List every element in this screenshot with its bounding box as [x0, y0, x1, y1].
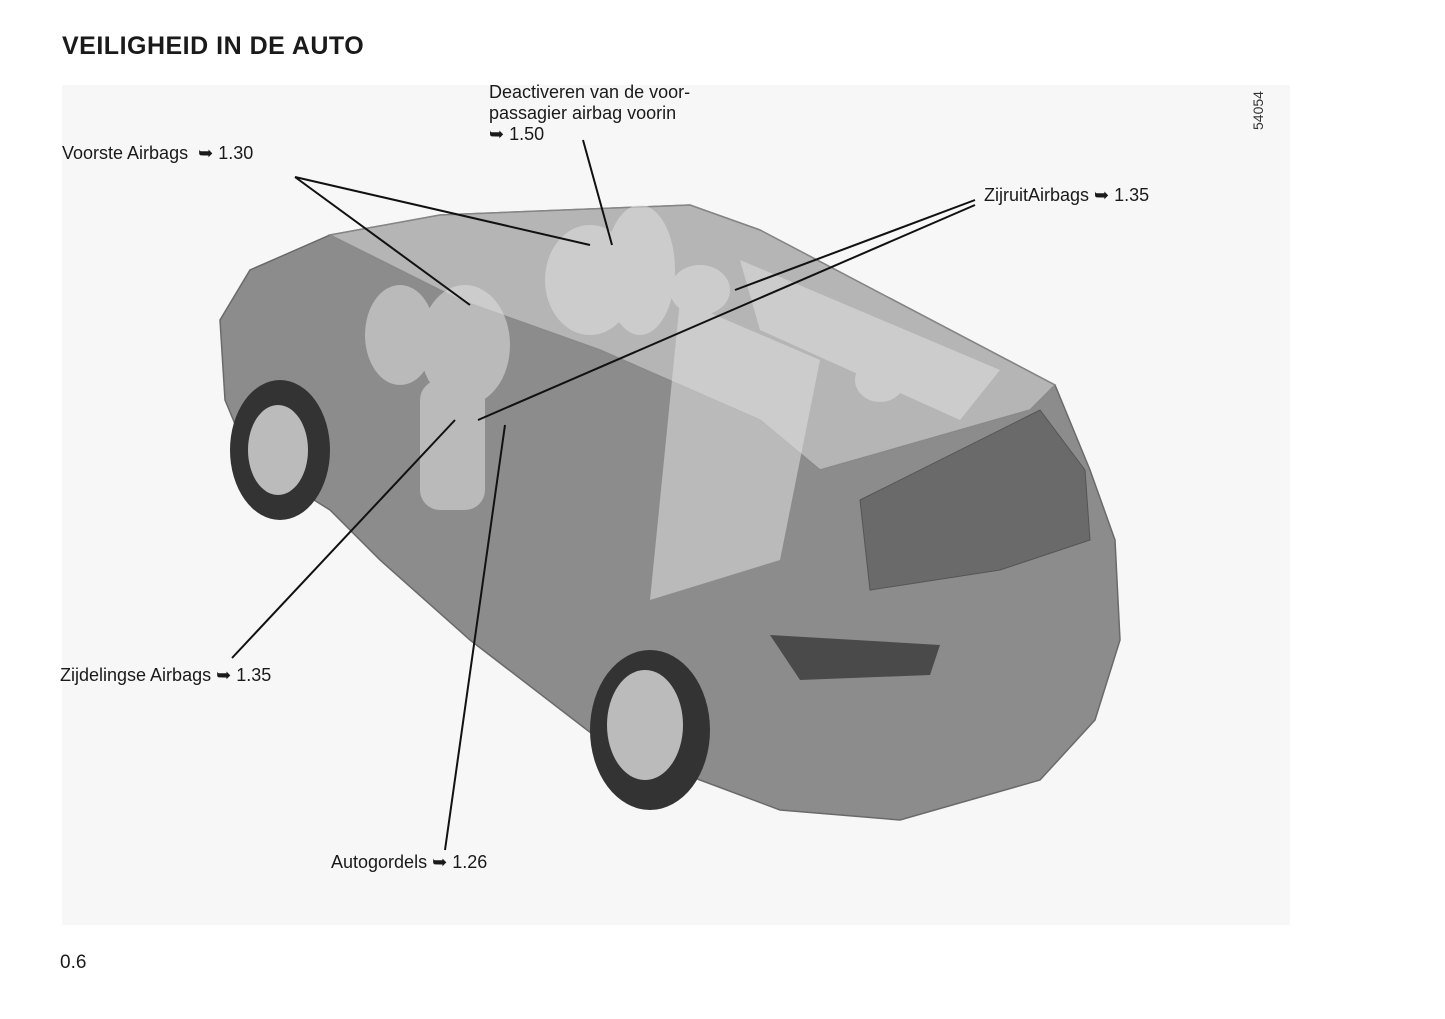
callout-passenger-airbag-deactivation: Deactiveren van de voor- passagier airba…: [489, 82, 711, 145]
interior-ghost: [365, 205, 1000, 600]
callout-label: Voorste Airbags: [62, 143, 189, 163]
callout-front-airbags: Voorste Airbags ➥ 1.30: [62, 143, 253, 164]
callout-side-airbags: Zijdelingse Airbags ➥ 1.35: [60, 665, 271, 686]
rear-window: [859, 409, 1091, 591]
page-reference: 1.35: [1114, 185, 1150, 205]
callout-line: Deactiveren van de voor-: [489, 82, 691, 102]
arrow-ref-icon: ➥: [216, 665, 232, 685]
arrow-ref-icon: ➥: [432, 852, 448, 872]
callout-label: Zijdelingse Airbags: [60, 665, 212, 685]
rear-wheel: [590, 650, 710, 810]
arrow-ref-icon: ➥: [198, 143, 214, 163]
callout-line: passagier airbag voorin: [489, 103, 677, 123]
leader-lines: [231, 139, 976, 851]
arrow-ref-icon: ➥: [1094, 185, 1110, 205]
callout-label: ZijruitAirbags: [984, 185, 1090, 205]
figure-code: 54054: [1250, 91, 1266, 130]
page-number: 0.6: [60, 952, 87, 973]
page-reference: 1.26: [452, 852, 488, 872]
tail-light: [770, 635, 940, 680]
callout-curtain-airbags: ZijruitAirbags ➥ 1.35: [984, 185, 1149, 206]
front-wheel: [230, 380, 330, 520]
page-reference: 1.30: [218, 143, 254, 163]
callout-seat-belts: Autogordels ➥ 1.26: [331, 852, 487, 873]
callout-label: Autogordels: [331, 852, 428, 872]
arrow-ref-icon: ➥: [489, 124, 505, 144]
page-reference: 1.50: [509, 124, 545, 144]
page-title: VEILIGHEID IN DE AUTO: [62, 32, 365, 60]
page-reference: 1.35: [236, 665, 272, 685]
